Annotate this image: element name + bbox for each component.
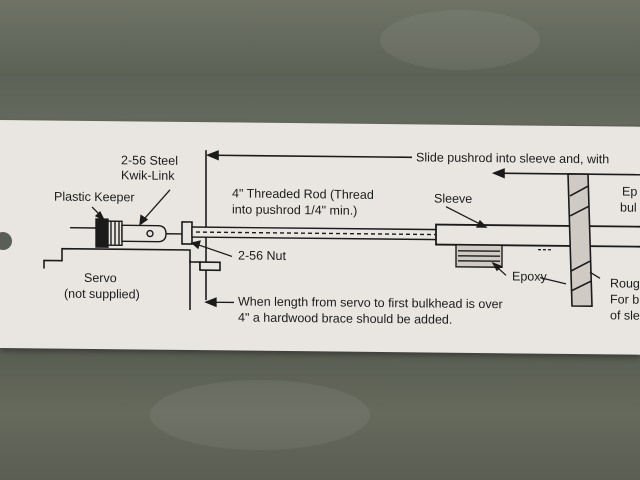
slide-arrow <box>205 150 412 161</box>
threaded-rod <box>191 226 443 241</box>
label-nut: 2-56 Nut <box>238 248 286 263</box>
label-steel: 2-56 Steel <box>121 153 178 168</box>
label-epoxy-bulkhead-1: Ep <box>622 184 638 199</box>
label-rough-3: of sle <box>610 308 640 323</box>
instruction-card: Slide pushrod into sleeve and, with 2-56… <box>0 120 640 355</box>
background-top <box>0 0 640 125</box>
servo-outline <box>43 247 221 310</box>
pushrod-diagram <box>43 150 640 310</box>
label-threaded-rod-note: into pushrod 1/4" min.) <box>232 202 358 218</box>
label-epoxy-bulkhead-2: bul <box>620 200 637 215</box>
label-servo: Servo <box>84 270 117 286</box>
leader-lines <box>91 189 601 308</box>
label-not-supplied: (not supplied) <box>64 286 140 302</box>
label-sleeve: Sleeve <box>434 191 473 206</box>
hardwood-brace <box>455 244 503 268</box>
fabric-wrinkle <box>150 380 370 450</box>
fabric-wrinkle <box>380 10 540 70</box>
nut-part <box>181 221 193 245</box>
label-brace-note-1: When length from servo to first bulkhead… <box>238 294 503 312</box>
sleeve-part <box>435 223 640 248</box>
label-slide-pushrod: Slide pushrod into sleeve and, with <box>416 150 610 167</box>
label-threaded-rod: 4" Threaded Rod (Thread <box>232 186 374 202</box>
bulkhead <box>567 173 593 308</box>
label-epoxy: Epoxy <box>512 269 547 284</box>
label-plastic-keeper: Plastic Keeper <box>54 189 135 205</box>
label-brace-note-2: 4" a hardwood brace should be added. <box>238 310 453 327</box>
label-kwik-link: Kwik-Link <box>121 168 175 183</box>
label-rough-1: Roug <box>610 276 640 291</box>
plastic-keeper-part <box>70 218 123 248</box>
background-bottom <box>0 345 640 480</box>
label-rough-2: For b <box>610 292 640 307</box>
kwik-link-part <box>121 224 182 243</box>
sleeve-arrow <box>491 168 640 179</box>
